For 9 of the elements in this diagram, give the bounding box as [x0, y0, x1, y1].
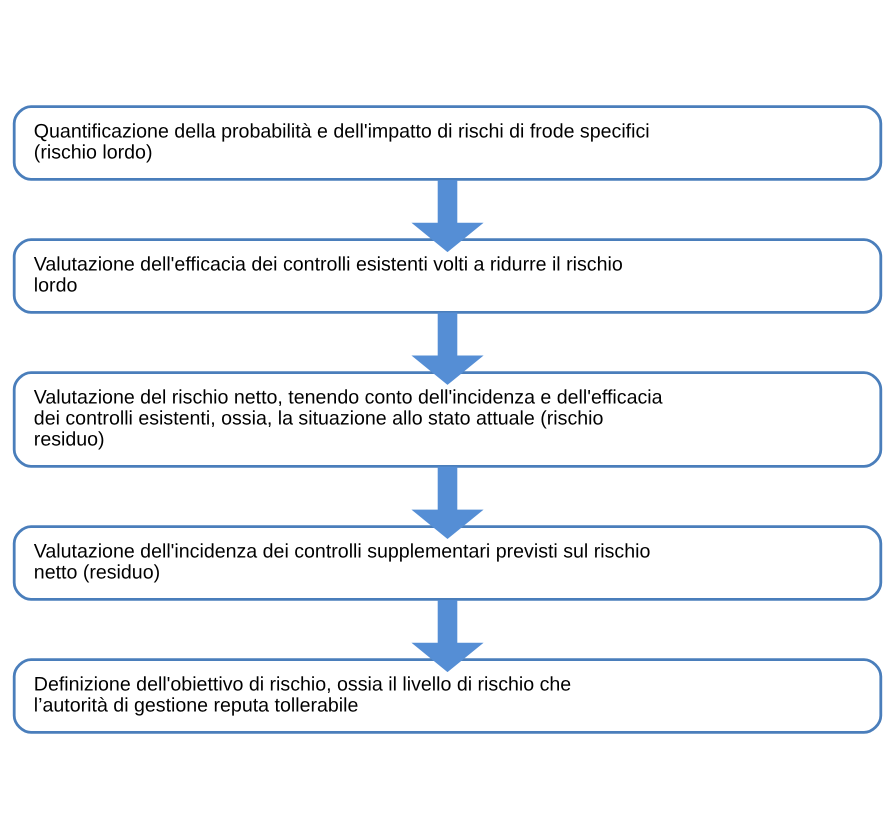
node-box: Valutazione dell'incidenza dei controlli supplementari previsti sul rischio netto (residuo): [12, 524, 882, 600]
node-box: Valutazione dell'efficacia dei controlli esistenti volti a ridurre il rischio lordo: [12, 238, 882, 314]
arrow: [411, 599, 484, 672]
arrow: [411, 466, 484, 539]
node-box: Quantificazione della probabilità e dell'impatto di rischi di frode specifici (rischio lordo): [12, 104, 882, 180]
node-box: Valutazione del rischio netto, tenendo conto dell'incidenza e dell'efficacia dei controlli esistenti, ossia, la situazione allo stato attuale (rischio residuo): [12, 370, 882, 468]
node-box: Definizione dell'obiettivo di rischio, ossia il livello di rischio che l’autorità di gestione reputa tollerabile: [12, 658, 882, 734]
arrow: [411, 179, 484, 252]
arrow: [411, 312, 484, 384]
